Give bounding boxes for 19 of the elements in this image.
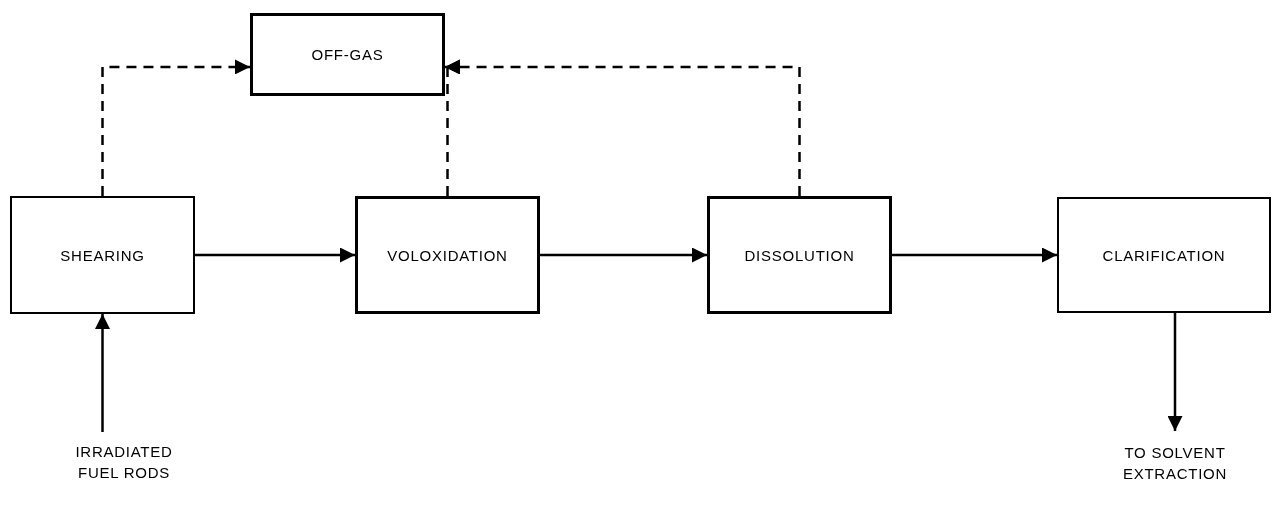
arrow	[1167, 313, 1183, 431]
process-box	[10, 196, 195, 314]
box-label: OFF-GAS	[311, 45, 384, 65]
process-box	[1057, 197, 1271, 313]
arrow	[195, 247, 355, 263]
flow-label: IRRADIATED FUEL RODS	[74, 442, 174, 483]
dashed-arrow	[445, 59, 801, 196]
dashed-arrow	[101, 59, 250, 196]
process-box	[355, 196, 540, 314]
arrow	[95, 314, 110, 432]
process-box	[250, 13, 445, 96]
box-label: CLARIFICATION	[1102, 245, 1226, 266]
box-label: DISSOLUTION	[744, 245, 855, 266]
arrow	[892, 247, 1057, 263]
process-box	[707, 196, 892, 314]
flow-label: TO SOLVENT EXTRACTION	[1121, 443, 1229, 484]
box-label: VOLOXIDATION	[387, 245, 508, 266]
box-label: SHEARING	[60, 245, 145, 266]
arrow	[540, 247, 707, 263]
